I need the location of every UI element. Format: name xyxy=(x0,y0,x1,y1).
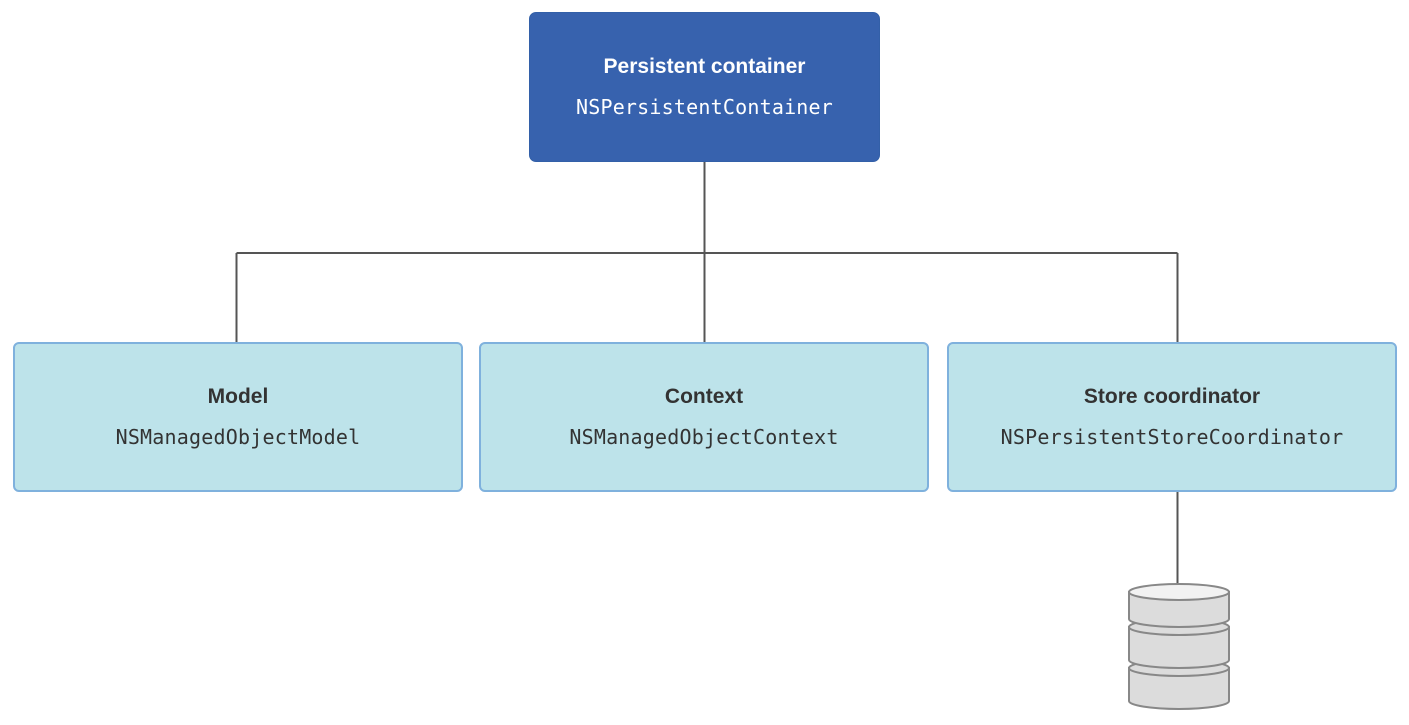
context-class: NSManagedObjectContext xyxy=(569,425,839,449)
store-coordinator-title: Store coordinator xyxy=(1083,385,1261,408)
model-class: NSManagedObjectModel xyxy=(115,425,361,449)
store-coordinator-class: NSPersistentStoreCoordinator xyxy=(1000,425,1344,449)
model-title: Model xyxy=(207,385,269,408)
context-title: Context xyxy=(664,385,744,408)
persistent-container-node: Persistent container NSPersistentContain… xyxy=(529,12,880,162)
persistent-container-class: NSPersistentContainer xyxy=(575,95,834,119)
persistent-container-title: Persistent container xyxy=(603,55,806,78)
store-coordinator-node: Store coordinator NSPersistentStoreCoord… xyxy=(947,342,1397,492)
context-node: Context NSManagedObjectContext xyxy=(479,342,929,492)
model-node: Model NSManagedObjectModel xyxy=(13,342,463,492)
database-icon xyxy=(1128,583,1230,710)
